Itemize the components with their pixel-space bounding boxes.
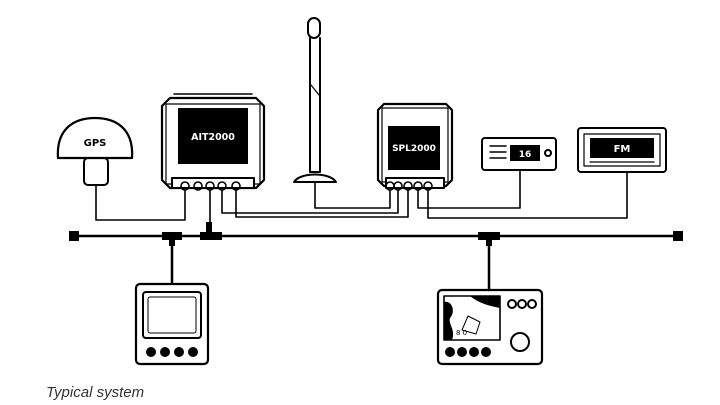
fm-label: FM [614, 144, 631, 155]
t-connector [200, 222, 222, 240]
device-cables [95, 169, 628, 223]
backbone-cable [69, 231, 683, 241]
instrument-display [134, 282, 210, 366]
fm-radio [577, 127, 667, 173]
connector-ports [385, 181, 433, 191]
ait2000-label: AIT2000 [191, 132, 235, 143]
vhf-radio [481, 137, 557, 171]
t-connector [162, 232, 182, 246]
gps-label: GPS [84, 138, 107, 149]
diagram-caption: Typical system [46, 384, 145, 401]
vhf-antenna [293, 17, 337, 183]
chartplotter-display: 8 0 [436, 288, 544, 366]
connector-ports [180, 181, 241, 191]
gps-antenna [56, 116, 134, 186]
t-connector [478, 232, 500, 246]
spl2000-label: SPL2000 [392, 144, 436, 154]
vhf-channel-label: 16 [519, 150, 532, 160]
svg-text:8 0: 8 0 [456, 329, 467, 337]
